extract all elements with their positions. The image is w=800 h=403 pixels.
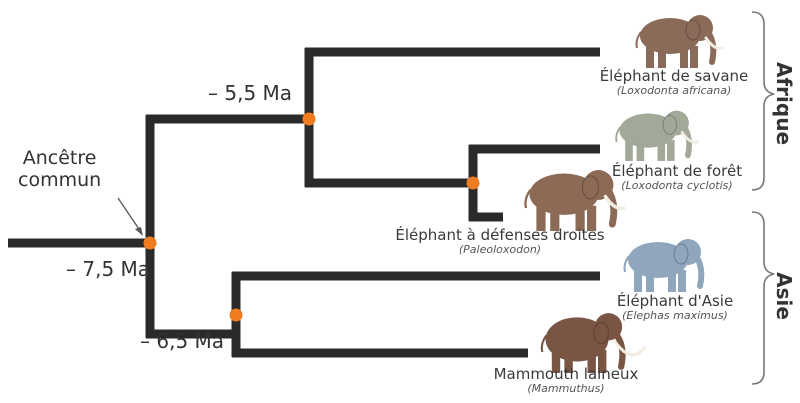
species-scientific-name: (Elephas maximus) xyxy=(600,310,750,323)
age-label-root: – 7,5 Ma xyxy=(66,258,150,281)
species-scientific-name: (Mammuthus) xyxy=(486,383,646,396)
species-label-mammouth: Mammouth laineux (Mammuthus) xyxy=(486,366,646,396)
region-label-asia: Asie xyxy=(772,266,796,326)
species-scientific-name: (Paleoloxodon) xyxy=(380,244,620,257)
species-name: Éléphant de savane xyxy=(585,68,763,85)
ancestor-arrow xyxy=(118,198,143,236)
species-label-paleoloxodon: Éléphant à défenses droites (Paleoloxodo… xyxy=(380,227,620,257)
root-node xyxy=(144,237,157,250)
africa-node xyxy=(303,113,316,126)
species-name: Mammouth laineux xyxy=(486,366,646,383)
species-name: Éléphant à défenses droites xyxy=(380,227,620,244)
species-label-savane: Éléphant de savane (Loxodonta africana) xyxy=(585,68,763,98)
forest-node xyxy=(467,177,480,190)
species-label-asie: Éléphant d'Asie (Elephas maximus) xyxy=(600,293,750,323)
asia-bracket xyxy=(752,212,774,384)
age-label-africa-split: – 5,5 Ma xyxy=(208,82,292,105)
forest-elephant-illustration xyxy=(616,111,697,161)
asia-node xyxy=(230,309,243,322)
species-name: Éléphant d'Asie xyxy=(600,293,750,310)
species-scientific-name: (Loxodonta cyclotis) xyxy=(593,180,761,193)
asian-elephant-illustration xyxy=(625,239,702,292)
species-scientific-name: (Loxodonta africana) xyxy=(585,85,763,98)
ancestor-label-line-1: Ancêtre xyxy=(18,148,101,170)
ancestor-label: Ancêtre commun xyxy=(18,148,101,192)
ancestor-label-line-2: commun xyxy=(18,170,101,192)
savanna-elephant-illustration xyxy=(637,15,723,68)
species-label-foret: Éléphant de forêt (Loxodonta cyclotis) xyxy=(593,163,761,193)
species-name: Éléphant de forêt xyxy=(593,163,761,180)
age-label-asia-split: – 6,5 Ma xyxy=(140,330,224,353)
region-label-africa: Afrique xyxy=(772,62,796,142)
